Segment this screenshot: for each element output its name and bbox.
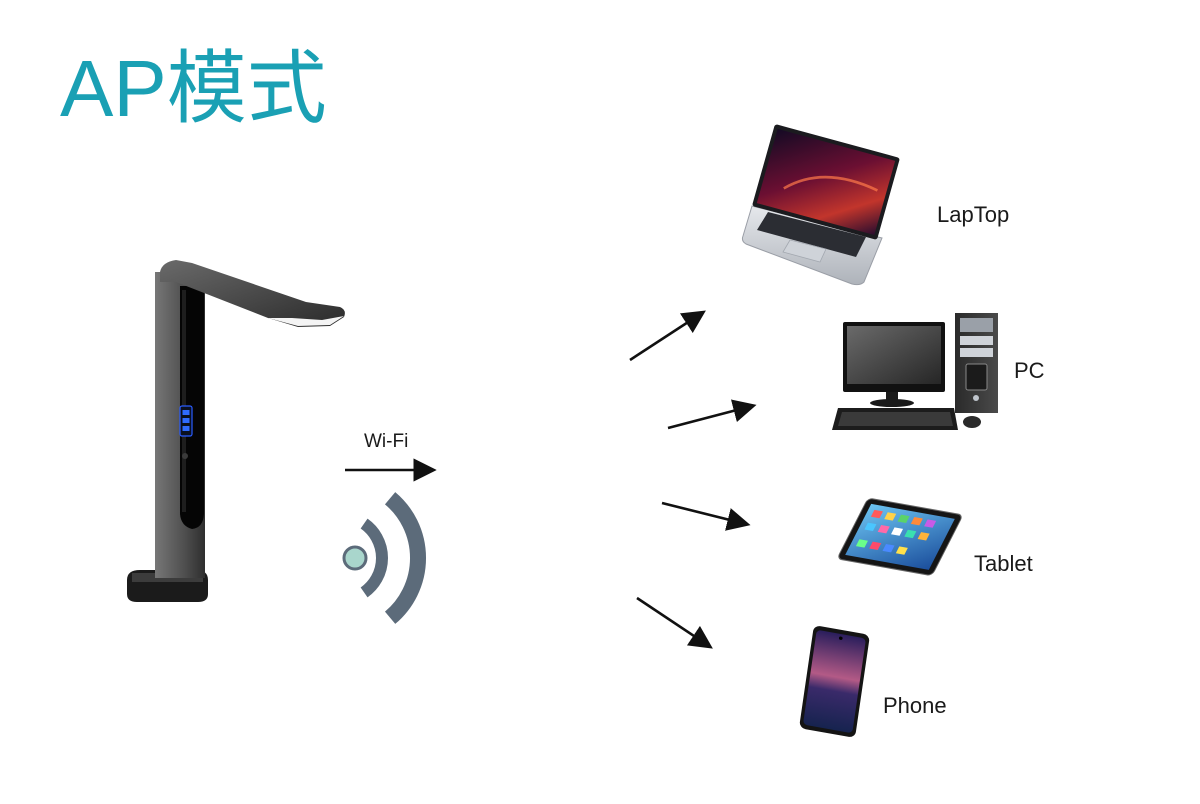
tablet-icon [838,498,962,576]
laptop-icon [741,124,900,286]
target-label-phone: Phone [883,693,947,718]
arrow-to-phone [636,596,713,649]
wifi-signal-icon [342,492,426,624]
arrow-to-laptop [629,310,706,362]
target-label-pc: PC [1014,358,1045,383]
page-title: AP模式 [60,44,327,133]
phone-icon [799,626,870,737]
wifi-label: Wi-Fi [364,431,408,452]
target-label-laptop: LapTop [937,202,1009,227]
document-camera-icon [127,260,345,602]
target-label-tablet: Tablet [974,551,1033,576]
arrow-to-tablet [661,501,751,531]
desktop-pc-icon [832,313,998,430]
arrow-to-pc [667,399,757,430]
